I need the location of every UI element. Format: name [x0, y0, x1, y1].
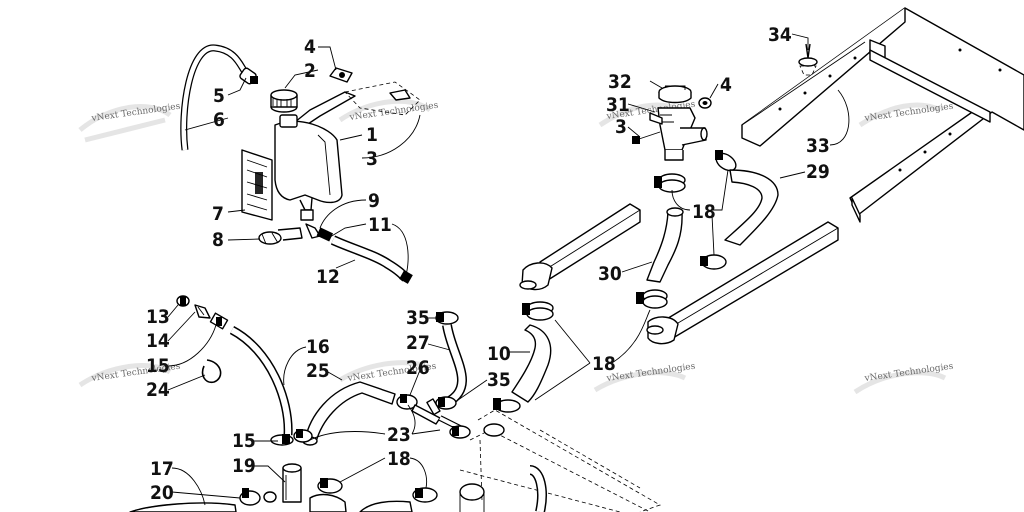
hose-27 — [442, 324, 468, 407]
clamp-18-lower-1 — [317, 478, 343, 494]
clamp-30-lower — [636, 289, 668, 309]
hose-25 — [302, 381, 396, 446]
coolant-reservoir-tank — [274, 114, 343, 221]
callout-33: 33 — [806, 135, 830, 157]
callout-25: 25 — [306, 360, 330, 382]
screw-3-right — [632, 131, 661, 144]
overflow-hose — [180, 44, 248, 151]
callout-6: 6 — [213, 109, 225, 131]
callout-11: 11 — [368, 214, 392, 236]
tube-19 — [282, 463, 302, 503]
pressure-cap-32 — [658, 85, 692, 104]
svg-text:vNext Technologies: vNext Technologies — [863, 362, 954, 385]
callout-30: 30 — [598, 263, 622, 285]
callout-9: 9 — [368, 190, 380, 212]
callout-5: 5 — [213, 85, 225, 107]
clamp-15-lower — [270, 434, 294, 446]
clamp-23-right — [449, 425, 471, 439]
callout-18-middle: 18 — [592, 353, 616, 375]
gasket-14 — [194, 304, 211, 319]
callout-31: 31 — [606, 94, 630, 116]
retainer-24 — [201, 359, 222, 384]
heat-exchanger-right — [646, 221, 839, 345]
callout-18-upper: 18 — [692, 201, 716, 223]
callout-4-right: 4 — [720, 74, 732, 96]
callout-34: 34 — [768, 24, 792, 46]
hose-16 — [229, 326, 293, 436]
callout-3-upper: 3 — [366, 148, 378, 170]
drain-plug-13 — [176, 295, 190, 307]
svg-text:vNext Technologies: vNext Technologies — [605, 362, 696, 385]
clamp-25-left — [293, 429, 313, 443]
clamp-35-lower — [435, 396, 457, 410]
rivet-34 — [798, 43, 818, 76]
reservoir-decal — [241, 149, 273, 221]
callout-3-right: 3 — [615, 116, 627, 138]
callout-10: 10 — [487, 343, 511, 365]
nut-4-right — [698, 97, 712, 109]
callout-26: 26 — [406, 357, 430, 379]
clamp-10-lower — [493, 398, 521, 413]
leader-lines — [167, 33, 850, 506]
fitting-15-upper — [209, 312, 229, 330]
callout-7: 7 — [212, 203, 224, 225]
svg-text:vNext Technologies: vNext Technologies — [348, 101, 439, 124]
clamp-29-upper — [715, 150, 737, 172]
callout-19: 19 — [232, 455, 256, 477]
clamp-29-lower — [700, 254, 727, 270]
callout-4-upper: 4 — [304, 36, 316, 58]
callout-35-upper: 35 — [406, 307, 430, 329]
callout-14: 14 — [146, 330, 170, 352]
callout-32: 32 — [608, 71, 632, 93]
vent-hose-12 — [330, 235, 413, 284]
hose-29 — [724, 169, 779, 246]
callout-35-lower: 35 — [487, 369, 511, 391]
hose-30 — [646, 207, 684, 283]
clamp-lower-left — [239, 488, 277, 506]
callout-27: 27 — [406, 332, 430, 354]
hose-clamp-8 — [258, 227, 303, 245]
thermostat-housing-31 — [649, 107, 708, 161]
clamp-26 — [396, 394, 418, 410]
callout-29: 29 — [806, 161, 830, 183]
callouts: 4 2 5 6 1 3 9 11 7 8 12 34 32 4 31 3 33 … — [146, 24, 830, 504]
callout-24: 24 — [146, 379, 170, 401]
watermark-1: vNext Technologies — [78, 102, 181, 143]
hose-10 — [511, 324, 552, 403]
clamp-18-lower-2 — [412, 487, 438, 503]
clamp-35-upper — [435, 311, 459, 325]
callout-15-lower: 15 — [232, 430, 256, 452]
reservoir-cap — [270, 89, 298, 113]
engine-outline — [459, 409, 661, 512]
watermark-8: vNext Technologies — [853, 362, 954, 395]
callout-13: 13 — [146, 306, 170, 328]
callout-1: 1 — [366, 124, 378, 146]
callout-12: 12 — [316, 266, 340, 288]
reservoir-bracket — [294, 67, 421, 129]
callout-16: 16 — [306, 336, 330, 358]
clamp-upper-thermostat — [654, 173, 686, 193]
callout-15-upper: 15 — [146, 355, 170, 377]
clamp-10-upper — [522, 301, 554, 321]
callout-2: 2 — [304, 60, 316, 82]
callout-8: 8 — [212, 229, 224, 251]
heat-exchanger-frame — [741, 7, 1024, 223]
fitting-9 — [305, 223, 334, 242]
hose-17 — [129, 502, 237, 512]
watermark-2: vNext Technologies — [338, 98, 439, 124]
callout-23: 23 — [387, 424, 411, 446]
callout-17: 17 — [150, 458, 174, 480]
callout-20: 20 — [150, 482, 174, 504]
callout-18-lower: 18 — [387, 448, 411, 470]
heat-exchanger-left — [519, 203, 641, 291]
watermark-4: vNext Technologies — [858, 102, 954, 128]
hose-lower-mid — [309, 493, 413, 512]
